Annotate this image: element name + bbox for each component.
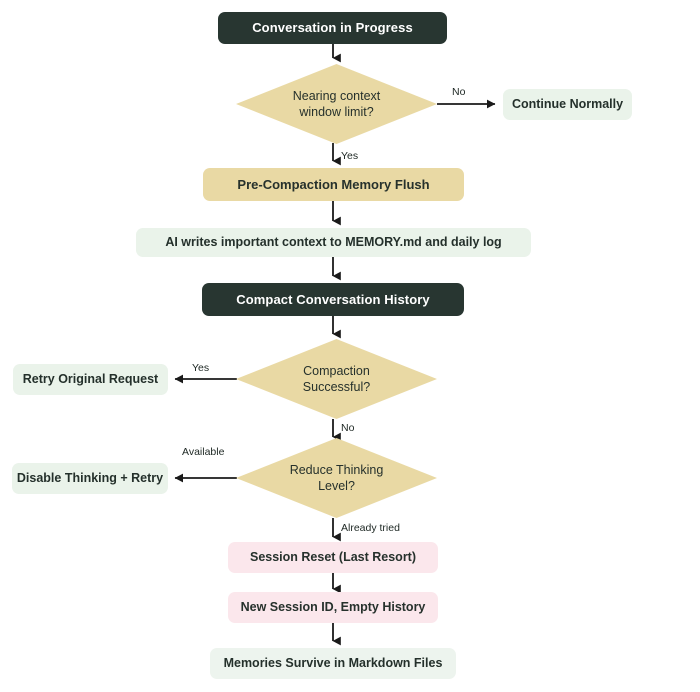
node-continue-normally[interactable]: Continue Normally: [503, 89, 632, 120]
diamond-shape: [236, 64, 437, 144]
diamond-shape: [236, 438, 437, 518]
node-compact-conversation-history[interactable]: Compact Conversation History: [202, 283, 464, 316]
node-label: Compact Conversation History: [236, 291, 430, 307]
node-session-reset[interactable]: Session Reset (Last Resort): [228, 542, 438, 573]
node-label: Disable Thinking + Retry: [16, 470, 164, 485]
node-disable-thinking-retry[interactable]: Disable Thinking + Retry: [12, 463, 168, 494]
edge-label-no-compaction: No: [341, 422, 355, 434]
node-label: Conversation in Progress: [252, 20, 413, 36]
edge-label-yes-compaction: Yes: [192, 362, 210, 374]
node-pre-compaction-memory-flush[interactable]: Pre-Compaction Memory Flush: [203, 168, 464, 201]
node-label: Retry Original Request: [22, 371, 159, 386]
node-label: New Session ID, Empty History: [240, 599, 426, 614]
edge-label-already-tried: Already tried: [341, 522, 400, 534]
node-label: Continue Normally: [511, 96, 624, 111]
node-label: Memories Survive in Markdown Files: [223, 655, 443, 670]
node-compaction-successful[interactable]: Compaction Successful?: [236, 339, 437, 419]
node-retry-original-request[interactable]: Retry Original Request: [13, 364, 168, 395]
edge-label-no-nearing: No: [452, 86, 466, 98]
edge-label-yes-nearing: Yes: [341, 150, 359, 162]
node-label: Pre-Compaction Memory Flush: [237, 176, 430, 192]
node-memories-survive[interactable]: Memories Survive in Markdown Files: [210, 648, 456, 679]
node-new-session-id[interactable]: New Session ID, Empty History: [228, 592, 438, 623]
node-label: Session Reset (Last Resort): [249, 549, 417, 564]
node-reduce-thinking-level[interactable]: Reduce Thinking Level?: [236, 438, 437, 518]
node-label: AI writes important context to MEMORY.md…: [165, 234, 502, 249]
diamond-shape: [236, 339, 437, 419]
node-conversation-in-progress[interactable]: Conversation in Progress: [218, 12, 447, 44]
node-nearing-context-window-limit[interactable]: Nearing context window limit?: [236, 64, 437, 144]
edge-label-available: Available: [182, 446, 225, 458]
node-ai-writes-context[interactable]: AI writes important context to MEMORY.md…: [136, 228, 531, 257]
